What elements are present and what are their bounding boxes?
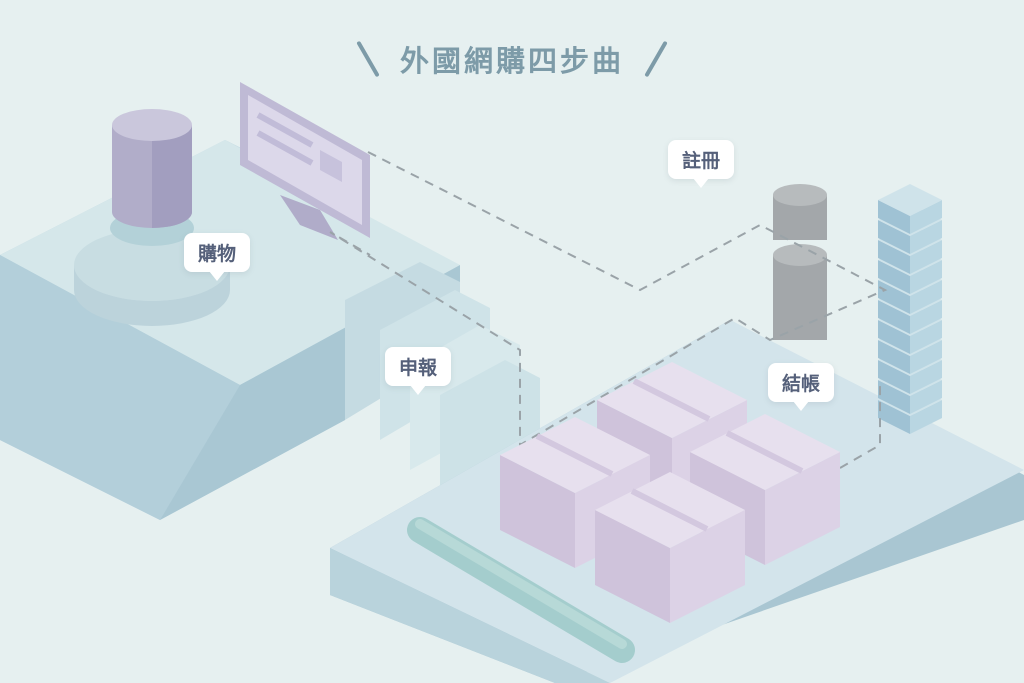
tower-block	[878, 300, 910, 334]
tower-block	[878, 360, 910, 394]
parcel-box-icon	[500, 417, 650, 568]
tower-block	[878, 220, 910, 254]
pipe-icon	[407, 517, 635, 663]
tower-block	[878, 260, 910, 294]
tower-block	[878, 400, 910, 434]
tower-block	[878, 340, 910, 374]
tower-block	[878, 200, 910, 234]
tower-block	[878, 380, 910, 414]
dashed-connector	[329, 151, 888, 447]
coin-stack-icon	[773, 184, 827, 340]
label-shop: 購物	[184, 233, 251, 281]
title-slash-left	[354, 41, 382, 77]
parcel-boxes	[500, 362, 840, 623]
title-bar: 外國網購四步曲	[0, 38, 1024, 80]
label-register: 註冊	[668, 140, 735, 188]
title-slash-right	[642, 41, 670, 77]
label-declare: 申報	[385, 347, 452, 395]
block-tower-icon	[878, 184, 942, 434]
cylinder-icon	[112, 109, 192, 228]
tower-block	[878, 240, 910, 274]
parcel-box-icon	[595, 472, 745, 623]
label-checkout: 結帳	[768, 363, 835, 411]
monitor-icon	[240, 82, 370, 240]
page-title: 外國網購四步曲	[399, 44, 624, 78]
tower-block	[878, 320, 910, 354]
tower-block	[878, 280, 910, 314]
